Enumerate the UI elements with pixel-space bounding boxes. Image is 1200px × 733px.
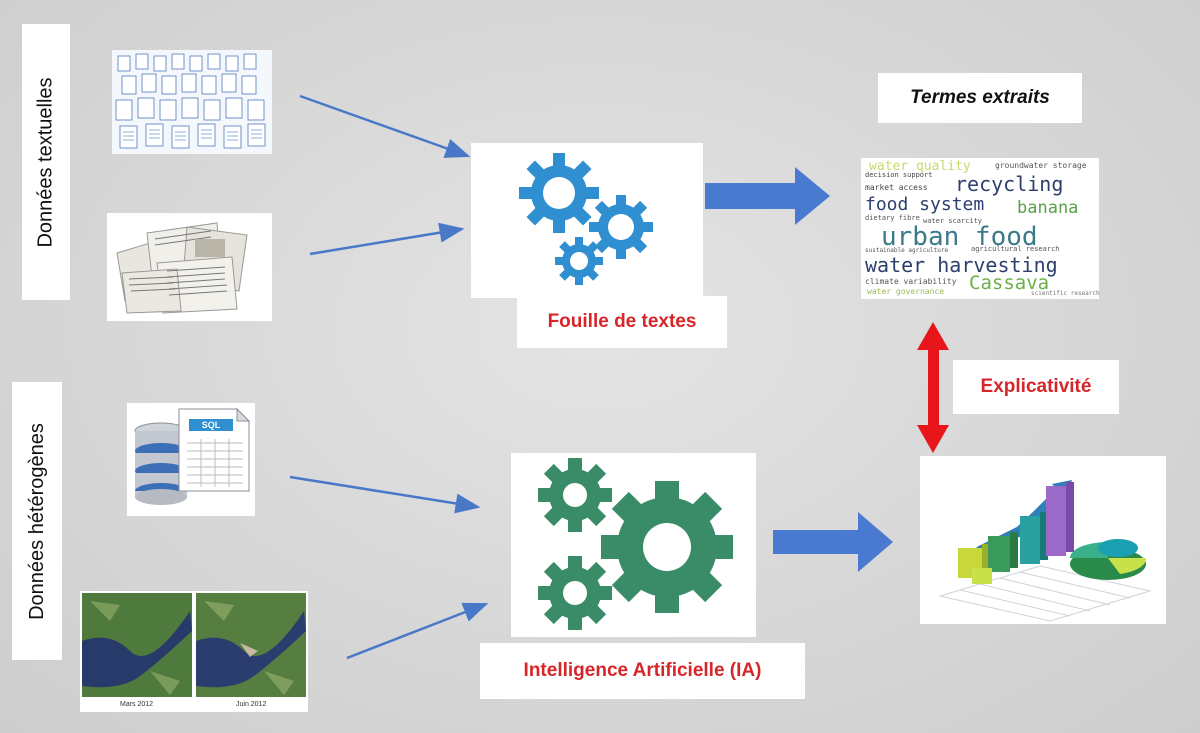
explainability-double-arrow (917, 322, 949, 453)
sql-badge: SQL (201, 420, 221, 430)
arrow-documents-to-mining (299, 94, 471, 158)
word-urban-food: urban food (881, 222, 1038, 252)
extracted-terms-title: Termes extraits (878, 73, 1082, 123)
arrow-mining-to-terms (705, 167, 830, 225)
word-market-access: market access (865, 183, 928, 192)
arrow-newspapers-to-mining (309, 222, 465, 256)
blue-gears-icon (519, 153, 653, 285)
word-sustainable-agriculture: sustainable agriculture (865, 247, 949, 254)
word-banana: banana (1017, 198, 1079, 218)
satellite-caption-2: Juin 2012 (236, 701, 267, 708)
green-gears-icon (538, 458, 733, 630)
word-water-quality: water quality (869, 159, 971, 174)
satellite-images: Mars 2012 Juin 2012 (80, 591, 308, 712)
word-dietary-fibre: dietary fibre (865, 214, 920, 222)
documents-icon (115, 53, 266, 149)
word-cloud: water quality groundwater storage decisi… (861, 158, 1100, 299)
heterogeneous-data-label: Données hétérogènes (12, 382, 62, 660)
text-mining-box (471, 143, 703, 298)
newspaper-icon (116, 222, 248, 314)
text-mining-label: Fouille de textes (517, 296, 727, 348)
word-water-harvesting: water harvesting (865, 253, 1058, 277)
word-decision-support: decision support (865, 171, 933, 179)
textual-data-label: Données textuelles (22, 24, 70, 300)
ai-label: Intelligence Artificielle (IA) (480, 643, 805, 699)
documents-stack-image (112, 50, 272, 154)
word-water-governance: water governance (867, 287, 945, 296)
word-water-scarcity: water scarcity (923, 217, 983, 225)
satellite-caption-1: Mars 2012 (120, 701, 154, 708)
word-cassava: Cassava (969, 272, 1050, 294)
word-agricultural-research: agricultural research (971, 245, 1060, 253)
charts-result-image (920, 456, 1166, 624)
word-groundwater-storage: groundwater storage (995, 161, 1087, 170)
ai-gears-box (511, 453, 756, 637)
database-icon (134, 407, 251, 505)
arrow-satellite-to-ai (346, 602, 489, 660)
database-sql-image: SQL (127, 403, 255, 516)
newspapers-image (107, 213, 272, 321)
word-climate-variability: climate variability (865, 277, 957, 286)
satellite-map-icon (82, 593, 306, 697)
explainability-label: Explicativité (953, 360, 1119, 414)
word-scientific-research: scientific research (1031, 290, 1100, 297)
charts-icon (938, 480, 1152, 622)
arrow-ai-to-results (773, 512, 893, 572)
word-food-system: food system (865, 194, 985, 215)
word-recycling: recycling (955, 172, 1064, 196)
arrow-database-to-ai (289, 475, 481, 514)
